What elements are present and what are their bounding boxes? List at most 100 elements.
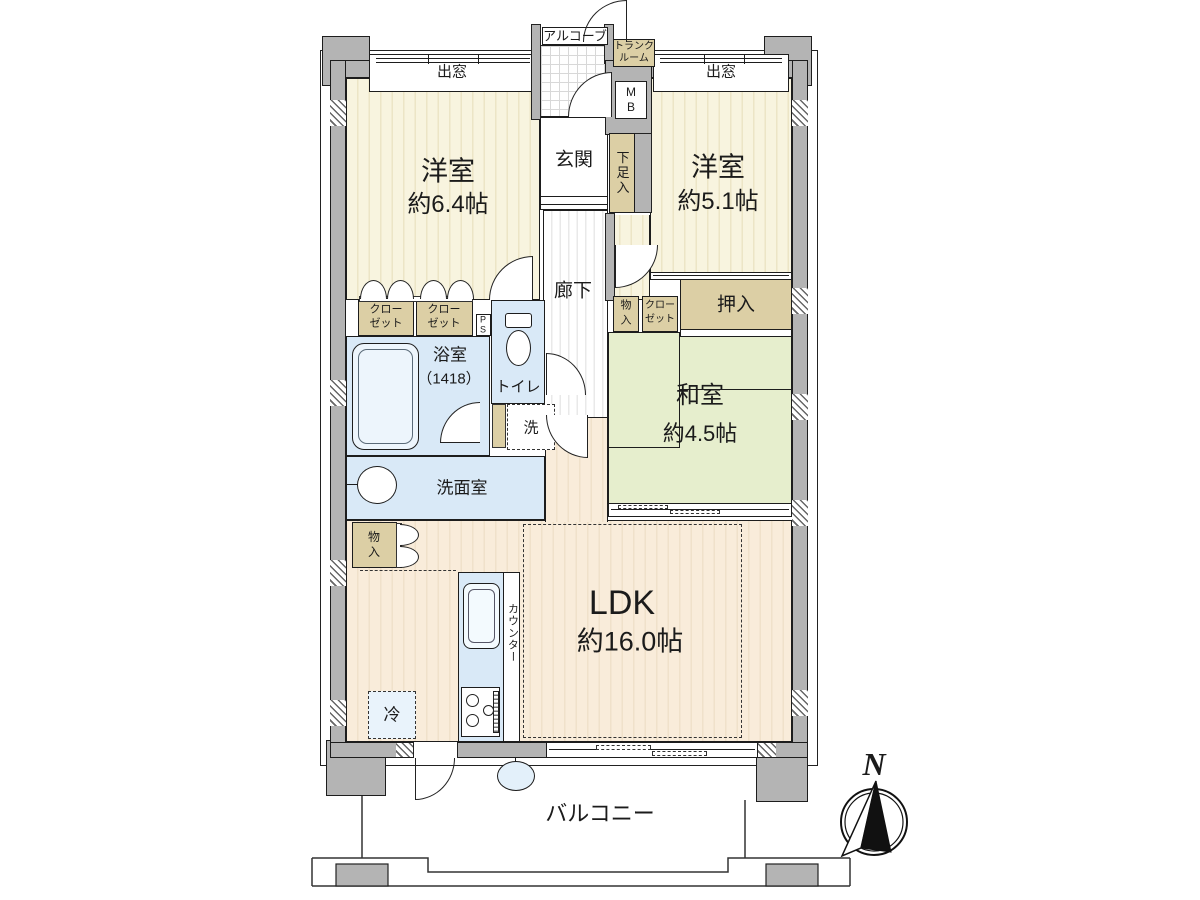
pipe-space-label: P (479, 314, 487, 325)
storage-label-hall: 物 (620, 299, 632, 312)
slide-line (611, 509, 789, 511)
storage-label-kitchen: 物 (367, 530, 381, 544)
pipe-space-label: S (479, 324, 487, 335)
washer-side-panel (492, 404, 506, 448)
slop-sink-faucet (515, 757, 517, 764)
bay-window-label: 出窓 (705, 63, 737, 81)
slide-line (653, 275, 789, 276)
storage-label-hall: 入 (620, 314, 632, 327)
ldk-dashed-boundary (523, 524, 742, 738)
compass-icon (840, 780, 908, 858)
shoe-cabinet-box (609, 133, 635, 213)
oshiire-front (680, 329, 792, 337)
ldk-size: 約16.0帖 (576, 626, 684, 657)
closet-box-3 (642, 296, 678, 332)
wall-hatch (792, 394, 808, 420)
tatami-line (679, 389, 792, 391)
meter-box-label: M (626, 85, 636, 99)
wall-jamb (531, 24, 541, 120)
bathroom-size: （1418） (417, 370, 481, 388)
oshiire-label: 押入 (716, 294, 756, 316)
wall-hatch (396, 743, 413, 757)
wall-hatch (758, 743, 776, 757)
slide-rail (670, 510, 720, 514)
window-line (549, 749, 755, 751)
bathtub-rim (358, 349, 413, 444)
japanese-room-name: 和室 (676, 382, 724, 409)
western1-size: 約6.4帖 (407, 191, 489, 218)
wall-piece (634, 133, 652, 213)
window-line (660, 62, 782, 64)
entrance-step (541, 196, 607, 198)
ldk-name: LDK (588, 584, 656, 622)
closet-label: クロー (645, 300, 675, 311)
stove-burner (466, 694, 479, 707)
bathtub (352, 343, 419, 450)
washroom-label: 洗面室 (436, 478, 488, 498)
washer-label: 洗 (523, 419, 539, 437)
closet-label: ゼット (369, 317, 403, 330)
closet-label: ゼット (645, 314, 675, 325)
balcony-door-gap (413, 742, 458, 758)
kitchen-dashed-line (360, 570, 456, 571)
bathroom-name: 浴室 (433, 345, 467, 365)
kitchen-sink-inner (468, 589, 495, 643)
tatami-line (608, 447, 680, 449)
room-japanese (608, 332, 792, 505)
slide-rail (618, 505, 668, 509)
closet-box-1 (358, 300, 414, 336)
window-tick (478, 55, 480, 64)
western2-name: 洋室 (691, 152, 745, 183)
closet-label: クロー (369, 303, 403, 316)
trunk-room-box (613, 39, 655, 67)
trunk-room-label: ルーム (619, 53, 649, 64)
wall-hatch (330, 560, 346, 586)
toilet-bowl (506, 330, 531, 366)
room-western-2 (650, 78, 792, 278)
entrance-step (541, 204, 607, 206)
hallway-label: 廊下 (553, 280, 593, 302)
shoe-cabinet-label: 下足入 (614, 150, 630, 196)
alcove-label: アルコーブ (543, 28, 607, 44)
japanese-room-size: 約4.5帖 (662, 421, 738, 446)
wall-hatch (330, 700, 346, 726)
meter-box (615, 81, 647, 119)
wall-hatch (330, 100, 346, 126)
stove-burner (466, 714, 479, 727)
wall-hatch (792, 500, 808, 526)
entrance-floor (540, 117, 608, 210)
closet-door-panel (359, 296, 473, 302)
window-line (376, 58, 530, 60)
bay-window-label: 出窓 (436, 63, 468, 81)
closet-label: ゼット (427, 317, 461, 330)
western2-size: 約5.1帖 (677, 188, 759, 215)
washbasin (357, 466, 397, 504)
refrigerator-label: 冷 (383, 705, 401, 725)
closet-label: クロー (427, 303, 461, 316)
window-tick (744, 55, 746, 64)
wall-hatch (792, 100, 808, 126)
wall-hatch (792, 288, 808, 314)
sliding-door-strip (650, 272, 792, 280)
window-tick (704, 55, 706, 64)
wall-piece (605, 213, 615, 301)
storage-box-hall (613, 296, 639, 332)
trunk-room-label: トランク (614, 41, 654, 52)
toilet-tank (505, 313, 532, 328)
entrance-label: 玄関 (554, 149, 594, 171)
wall-hatch (330, 380, 346, 406)
storage-label-kitchen: 入 (367, 545, 381, 559)
wall-left (330, 60, 346, 758)
compass-north-label: N (862, 746, 886, 782)
window-rail (652, 751, 707, 756)
window-line (376, 62, 530, 64)
pipe-space-box (476, 314, 491, 336)
balcony-label: バルコニー (545, 801, 655, 826)
toilet-label: トイレ (495, 378, 541, 396)
window-rail (596, 745, 651, 750)
counter-label: カウンター (506, 603, 519, 663)
balcony-door (415, 758, 455, 800)
meter-box-label: B (626, 100, 636, 114)
window-line (660, 58, 782, 60)
